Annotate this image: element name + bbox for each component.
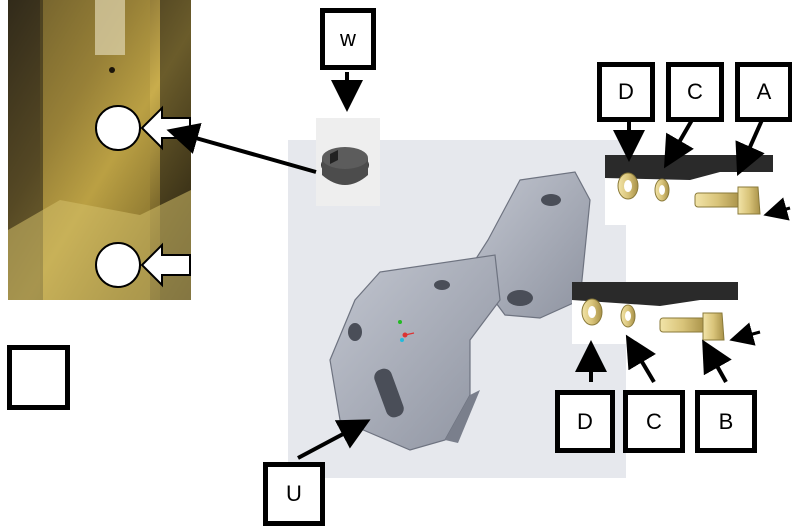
- arrow-spacer-to-frame: [166, 123, 317, 174]
- label-top-c: C: [666, 62, 724, 122]
- label-top-a: A: [735, 62, 792, 122]
- label-top-d: D: [597, 62, 655, 122]
- label-bottom-d: D: [555, 390, 615, 453]
- label-u: U: [263, 462, 325, 526]
- arrow-top-bolt-end: [763, 197, 791, 221]
- empty-label-box: [7, 345, 70, 410]
- label-bottom-c: C: [623, 390, 685, 453]
- label-bottom-b: B: [695, 390, 757, 453]
- lower-hole-marker: [95, 242, 191, 288]
- arrow-bottom-b: [702, 339, 732, 383]
- arrow-bottom-c: [625, 334, 656, 384]
- arrow-bottom-bolt-end: [729, 322, 761, 346]
- label-w: w: [320, 8, 376, 70]
- arrow-u: [297, 419, 371, 460]
- arrow-top-c: [663, 118, 694, 169]
- arrow-top-a: [735, 119, 765, 176]
